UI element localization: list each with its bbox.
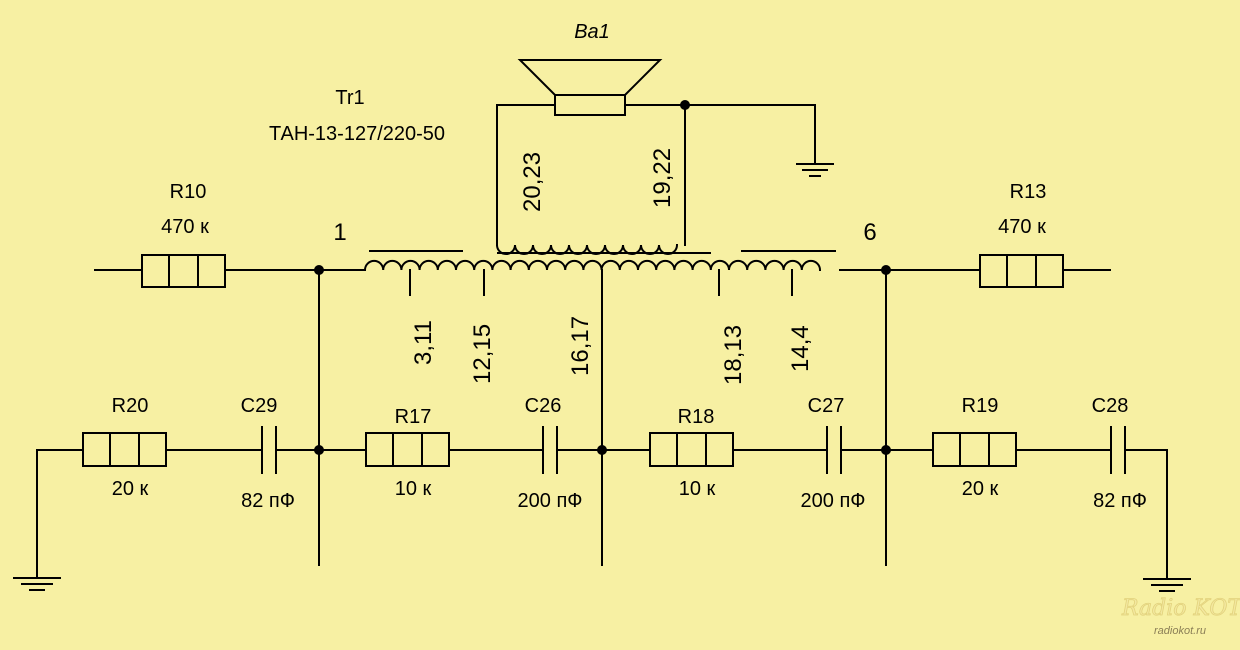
transformer-primary-winding [363,259,822,272]
transformer-tap-leads [409,269,793,296]
node-label-6: 6 [863,219,876,246]
transformer-core [369,250,836,254]
transformer-model-label: ТАН-13-127/220-50 [269,123,445,145]
c29-value-label: 82 пФ [241,490,295,512]
r13-ref-label: R13 [1010,181,1047,203]
capacitor-c28 [1110,426,1126,474]
r10-value-label: 470 к [161,216,209,238]
c28-value-label: 82 пФ [1093,490,1147,512]
capacitor-c26 [542,426,558,474]
r19-ref-label: R19 [962,395,999,417]
speaker-ref-label: Ba1 [574,21,610,43]
resistor-r13 [979,254,1064,288]
ground-left-icon [13,577,61,591]
capacitor-c29 [261,426,277,474]
junction-bottom-center [597,445,607,455]
junction-node-6 [881,265,891,275]
c27-ref-label: C27 [808,395,845,417]
watermark-url: radiokot.ru [1154,625,1206,637]
junction-node-1 [314,265,324,275]
r20-value-label: 20 к [112,478,149,500]
resistor-r10 [141,254,226,288]
secondary-pins-right-label: 19,22 [649,148,676,208]
junction-bottom-left [314,445,324,455]
tap-label-4: 18,13 [720,325,747,385]
c29-ref-label: C29 [241,395,278,417]
r10-ref-label: R10 [170,181,207,203]
resistor-r19 [932,432,1017,467]
r19-value-label: 20 к [962,478,999,500]
tap-label-1: 3,11 [410,320,437,365]
c27-value-label: 200 пФ [801,490,866,512]
r17-value-label: 10 к [395,478,432,500]
c26-value-label: 200 пФ [518,490,583,512]
c28-ref-label: C28 [1092,395,1129,417]
speaker-ba1 [517,59,663,116]
junction-bottom-right [881,445,891,455]
r13-value-label: 470 к [998,216,1046,238]
junction-speaker [680,100,690,110]
resistor-r17 [365,432,450,467]
node-label-1: 1 [333,219,346,246]
r17-ref-label: R17 [395,406,432,428]
c26-ref-label: C26 [525,395,562,417]
r18-ref-label: R18 [678,406,715,428]
ground-right-icon [1143,578,1191,592]
resistor-r20 [82,432,167,467]
resistor-r18 [649,432,734,467]
capacitor-c27 [826,426,842,474]
transformer-ref-label: Tr1 [335,87,364,109]
tap-label-3: 16,17 [567,316,594,376]
r20-ref-label: R20 [112,395,149,417]
secondary-pins-left-label: 20,23 [519,152,546,212]
watermark-brand: Radio KOT [1121,596,1240,621]
r18-value-label: 10 к [679,478,716,500]
junction-dots [314,100,891,455]
tap-label-2: 12,15 [469,324,496,384]
vertical-wires [318,269,887,566]
tap-label-5: 14,4 [787,325,814,372]
